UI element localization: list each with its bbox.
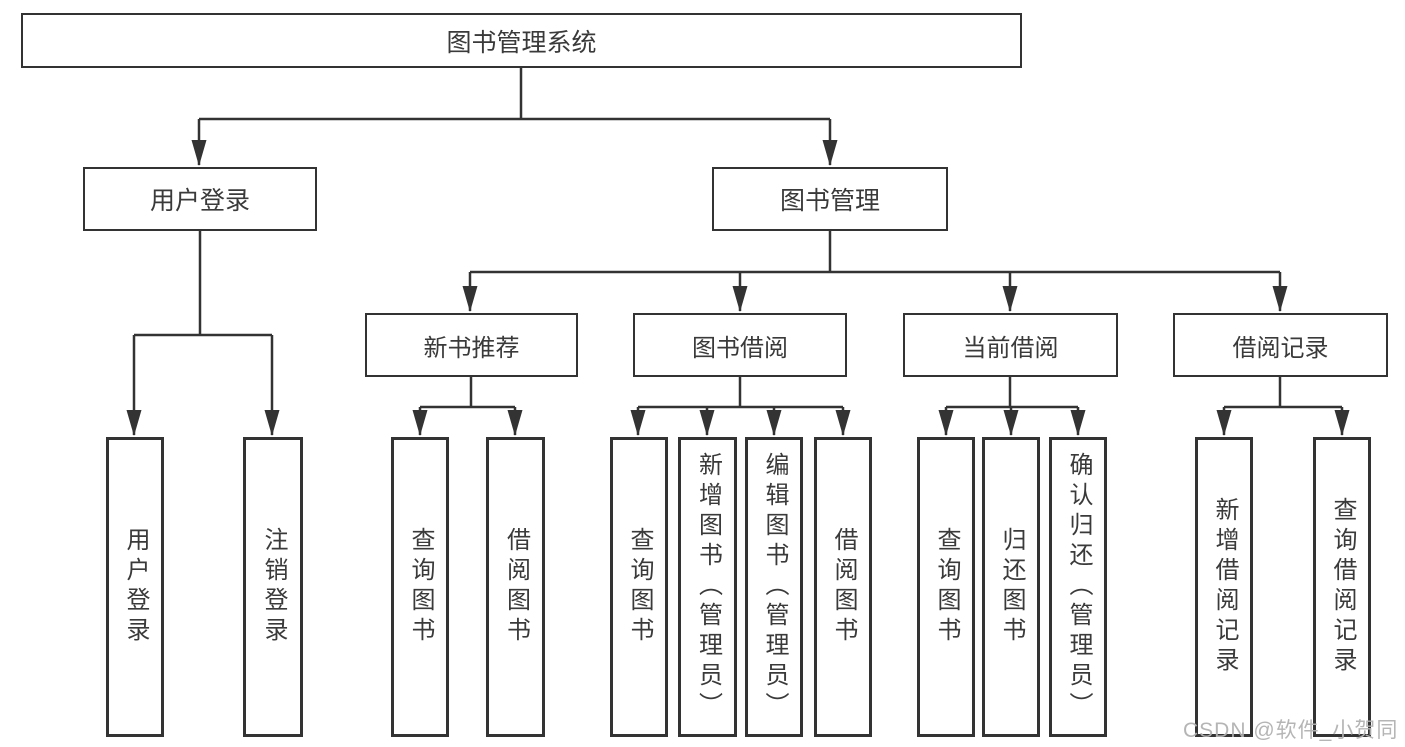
leaf-borrow-books: 借阅图书	[814, 437, 872, 737]
leaf-query-borrow-record: 查询借阅记录	[1313, 437, 1371, 737]
csdn-watermark: CSDN @软件_小贺同学	[1183, 719, 1399, 742]
node-label: 借阅记录	[1232, 334, 1329, 362]
node-borrowing-records: 借阅记录	[1173, 313, 1388, 377]
node-label: 图书借阅	[692, 334, 788, 362]
node-label: 用户登录	[149, 187, 250, 215]
node-label: 借阅图书	[830, 527, 857, 647]
leaf-query-books-recommend: 查询图书	[391, 437, 449, 737]
leaf-query-books-current: 查询图书	[917, 437, 975, 737]
node-label: 用户登录	[122, 527, 149, 647]
leaf-return-books: 归还图书	[982, 437, 1040, 737]
node-book-borrowing: 图书借阅	[633, 313, 847, 377]
leaf-query-books-borrowing: 查询图书	[610, 437, 668, 737]
node-label: 图书管理	[779, 187, 880, 215]
node-label: 编辑图书（管理员）	[761, 452, 788, 722]
node-label: 借阅图书	[502, 527, 530, 647]
node-label: 确认归还（管理员）	[1065, 452, 1092, 722]
node-label: 当前借阅	[962, 334, 1059, 362]
node-book-management: 图书管理	[712, 167, 948, 231]
node-new-book-recommendation: 新书推荐	[365, 313, 578, 377]
leaf-user-login: 用户登录	[106, 437, 164, 737]
node-label: 查询图书	[407, 527, 434, 647]
node-current-borrowing: 当前借阅	[903, 313, 1118, 377]
node-label: 新增图书（管理员）	[694, 452, 722, 722]
leaf-confirm-return-admin: 确认归还（管理员）	[1049, 437, 1107, 737]
node-label: 注销登录	[260, 527, 287, 647]
node-label: 新增借阅记录	[1211, 497, 1238, 677]
leaf-edit-books-admin: 编辑图书（管理员）	[745, 437, 803, 737]
leaf-add-borrow-record: 新增借阅记录	[1195, 437, 1253, 737]
leaf-logout: 注销登录	[243, 437, 303, 737]
node-book-management-system: 图书管理系统	[21, 13, 1022, 68]
node-user-login: 用户登录	[83, 167, 317, 231]
node-label: 图书管理系统	[446, 28, 597, 57]
node-label: 归还图书	[998, 527, 1025, 647]
leaf-borrow-books-recommend: 借阅图书	[486, 437, 545, 737]
leaf-add-books-admin: 新增图书（管理员）	[678, 437, 737, 737]
node-label: 查询图书	[933, 527, 960, 647]
node-label: 新书推荐	[423, 334, 520, 362]
node-label: 查询借阅记录	[1329, 497, 1356, 677]
node-label: 查询图书	[626, 527, 653, 647]
